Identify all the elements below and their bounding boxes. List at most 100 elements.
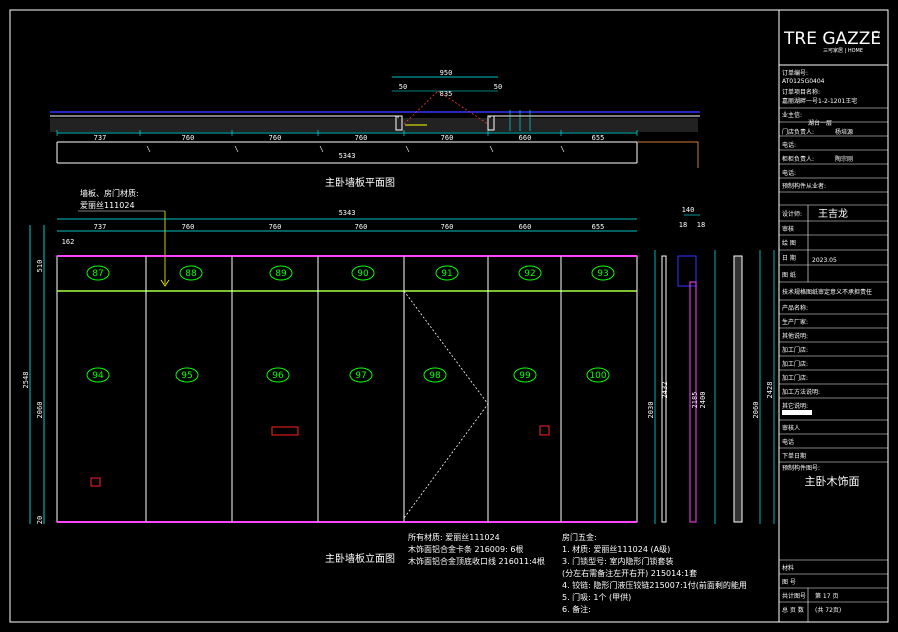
- client-label: 业主信:: [782, 111, 802, 119]
- order-no-label: 订单编号:: [782, 69, 808, 77]
- cabinet-manager-label: 柜柜负责人:: [782, 155, 814, 163]
- workshop-label: 加工门店:: [782, 346, 808, 354]
- notes-hardware-line3: (分左右需备注左开右开) 215014:1套: [562, 568, 697, 578]
- elev-height-top: 510: [36, 260, 44, 273]
- draw-label: 绘 图: [782, 239, 796, 247]
- elev-height-total: 2548: [22, 372, 30, 389]
- drawing-label: 图 纸: [782, 271, 796, 279]
- elevation-view: 墙板、房门材质: 爱丽丝111024 5343 737 760 760 760 …: [22, 188, 775, 565]
- store-manager-label: 门店负责人:: [782, 128, 814, 136]
- phone-label: 电话:: [782, 141, 796, 149]
- side-dim: 2060: [752, 402, 760, 419]
- material-value: 爱丽丝111024: [80, 200, 135, 210]
- panel-number: 90: [357, 269, 369, 279]
- phone3-label: 电话: [782, 438, 794, 446]
- elev-seg-2: 760: [182, 223, 195, 231]
- panel-number: 89: [275, 269, 287, 279]
- title-block: TRE GAZZE 三可家居 | HOME 订单编号: AT0125G0404 …: [779, 29, 888, 622]
- cabinet-manager-value: 陶宗刚: [835, 155, 853, 163]
- material-row-label: 材料: [782, 564, 794, 572]
- product-name-label: 产品名称:: [782, 304, 808, 312]
- side-dim: 2030: [647, 402, 655, 419]
- other-notes-label: 其他说明:: [782, 332, 808, 340]
- material-label: 墙板、房门材质:: [80, 188, 139, 198]
- panel-number: 95: [181, 371, 192, 381]
- notes-materials-title: 所有材质: 爱丽丝111024: [408, 532, 500, 542]
- plan-view: 737 760 760 760 760 660 655 5343 950 50 …: [50, 69, 700, 189]
- total-pages-label: 总 页 数: [782, 606, 804, 614]
- elev-seg-4: 760: [355, 223, 368, 231]
- elev-height-door: 2060: [36, 402, 44, 419]
- plan-door-width: 950: [440, 69, 453, 77]
- order-no-value: AT0125G0404: [782, 78, 825, 85]
- workshop2-label: 加工门店:: [782, 360, 808, 368]
- elev-seg-1: 737: [94, 223, 107, 231]
- panel-number: 96: [272, 371, 284, 381]
- review-label: 审核: [782, 225, 794, 233]
- notes-hardware-line6: 6. 备注:: [562, 604, 591, 614]
- plan-title: 主卧墙板平面图: [325, 176, 395, 189]
- project-value: 嘉丽湖畔一号1-2-1201王宅: [782, 97, 857, 105]
- notes-hardware-line1: 1. 材质: 爱丽丝111024 (A级): [562, 544, 670, 554]
- elev-total: 5343: [339, 209, 356, 217]
- brand-logo: TRE GAZZE: [783, 29, 881, 49]
- sheet-label: 共计图号: [782, 592, 806, 600]
- panel-number: 94: [92, 371, 104, 381]
- date-value: 2023.05: [812, 257, 837, 264]
- disclaimer-text: 技术规格图纸审定意义不承担责任: [782, 288, 872, 296]
- client-value: 湖台一层: [808, 119, 832, 127]
- side-top-dim: 18: [679, 221, 687, 229]
- plan-seg-3: 760: [269, 134, 282, 142]
- side-dim: 2185: [691, 392, 699, 409]
- panel-number: 99: [519, 371, 531, 381]
- plan-seg-1: 737: [94, 134, 107, 142]
- notes-hardware: 房门五金: 1. 材质: 爱丽丝111024 (A级) 3. 门锁型号: 室内隐…: [562, 532, 747, 614]
- elev-seg-3: 760: [269, 223, 282, 231]
- plan-seg-7: 655: [592, 134, 605, 142]
- notes-materials-line1: 木饰面铝合金卡条 216009: 6根: [408, 544, 523, 554]
- plan-door-leaf: 835: [440, 90, 453, 98]
- notes-hardware-line5: 5. 门吸: 1个 (甲供): [562, 592, 631, 602]
- store-manager-value: 杨培源: [835, 128, 853, 136]
- date-label: 日 期: [782, 254, 796, 262]
- plan-door-jamb-right: 50: [494, 83, 502, 91]
- sheet-title: 主卧木饰面: [805, 474, 860, 488]
- plan-seg-6: 660: [519, 134, 532, 142]
- workshop3-label: 加工门店:: [782, 374, 808, 382]
- notes-hardware-title: 房门五金:: [562, 532, 597, 542]
- side-dim: 2428: [766, 382, 774, 399]
- designer-value: 王吉龙: [818, 207, 848, 220]
- designer-label: 设计师:: [782, 210, 802, 218]
- plan-seg-2: 760: [182, 134, 195, 142]
- elev-left-offset: 162: [62, 238, 75, 246]
- panel-number: 91: [441, 269, 452, 279]
- panel-number: 92: [524, 269, 535, 279]
- notes-materials-line2: 木饰面铝合金顶底收口线 216011:4根: [408, 556, 545, 566]
- elev-seg-5: 760: [441, 223, 454, 231]
- side-dim: 2400: [699, 392, 707, 409]
- panel-number: 97: [355, 371, 366, 381]
- phone2-label: 电话:: [782, 169, 796, 177]
- prefab-drawing-label: 预制构件图号:: [782, 464, 820, 472]
- brand-subtitle: 三可家居 | HOME: [823, 47, 863, 54]
- reviewer-label: 审核人: [782, 424, 800, 432]
- plan-total: 5343: [339, 152, 356, 160]
- order-date-label: 下单日期: [782, 452, 806, 460]
- panel-number: 100: [589, 371, 606, 381]
- panel-number: 98: [429, 371, 441, 381]
- elevation-title: 主卧墙板立面图: [325, 552, 395, 565]
- plan-door-jamb-left: 50: [399, 83, 407, 91]
- plan-seg-4: 760: [355, 134, 368, 142]
- manufacturer-label: 生产厂家:: [782, 318, 808, 326]
- elev-seg-6: 660: [519, 223, 532, 231]
- notes-hardware-line4: 4. 铰链: 隐形门液压铰链215007:1付(前面剩的能用: [562, 580, 747, 590]
- panel-number: 87: [92, 269, 103, 279]
- drawing-no-label: 图 号: [782, 579, 796, 586]
- notes-materials: 所有材质: 爱丽丝111024 木饰面铝合金卡条 216009: 6根 木饰面铝…: [408, 532, 545, 566]
- total-pages-value: (共 72页): [815, 606, 841, 614]
- notes-hardware-line2: 3. 门锁型号: 室内隐形门锁套装: [562, 556, 673, 566]
- side-top-dim: 140: [682, 206, 695, 214]
- elev-height-base: 20: [36, 516, 44, 524]
- project-label: 订单项目名称:: [782, 88, 820, 96]
